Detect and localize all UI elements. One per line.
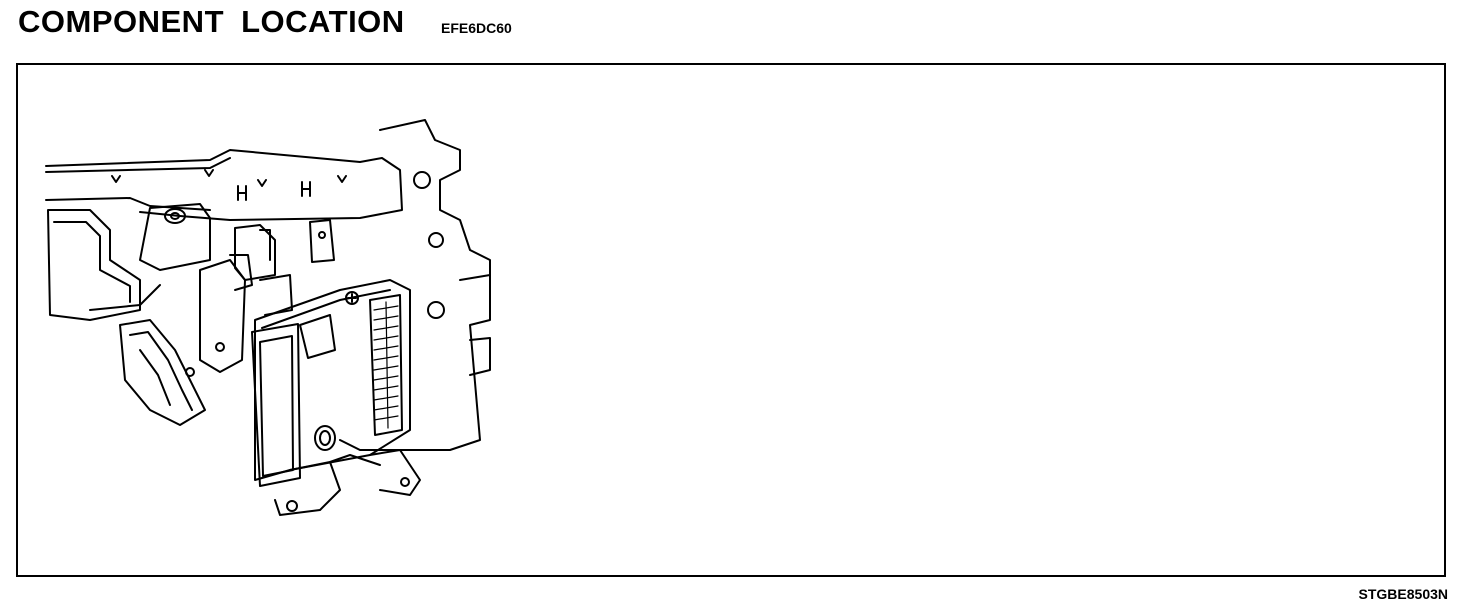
page-title: COMPONENT LOCATION <box>18 4 405 39</box>
figure-frame <box>16 63 1446 577</box>
document-code: EFE6DC60 <box>441 20 512 36</box>
figure-id: STGBE8503N <box>1358 586 1448 602</box>
component-illustration <box>30 110 510 540</box>
